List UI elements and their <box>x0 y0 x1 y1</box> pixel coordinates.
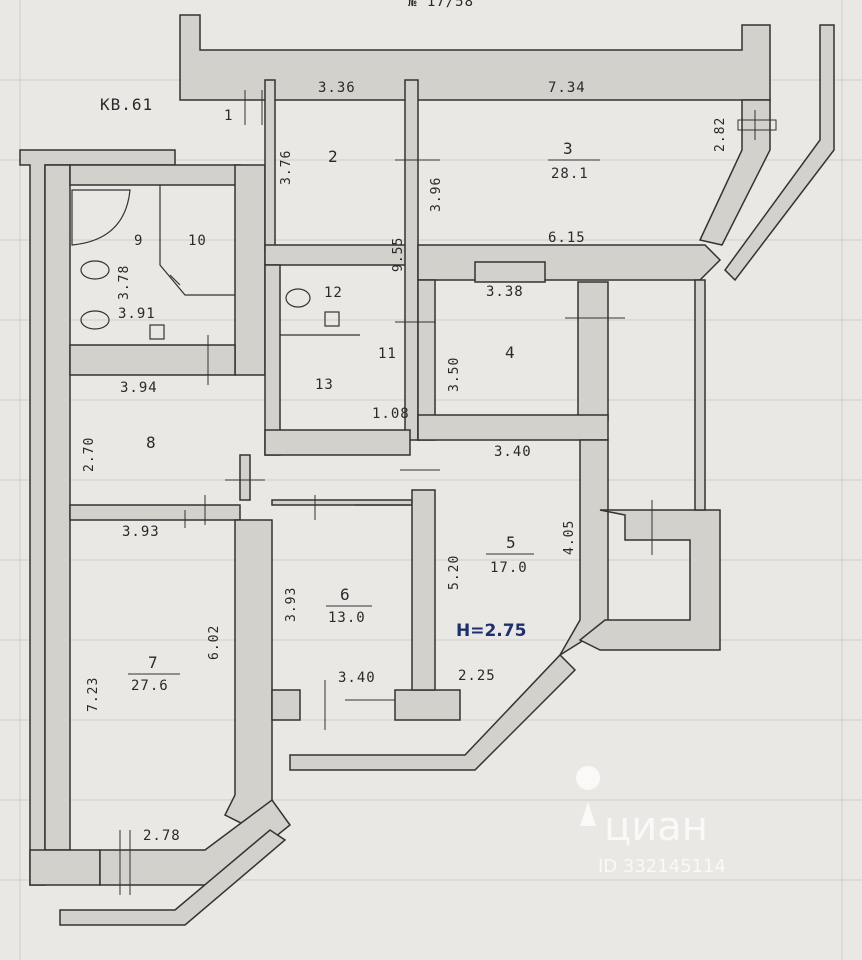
cian-watermark: циан ID 332145114 <box>576 766 726 877</box>
dim-3-93-horizontal: 3.93 <box>122 524 160 540</box>
watermark-brand: циан <box>604 804 708 850</box>
dim-3-40-bottom: 3.40 <box>338 670 376 686</box>
dim-3-38: 3.38 <box>486 284 524 300</box>
dim-2-70: 2.70 <box>82 437 97 472</box>
toilet-icon <box>285 288 311 308</box>
room-7-area: 27.6 <box>131 678 169 694</box>
room-5-area: 17.0 <box>490 560 528 576</box>
walls <box>19 14 835 926</box>
header-fragment: № 17/58 <box>408 0 474 10</box>
bathroom-fixtures <box>71 185 410 506</box>
dim-2-78: 2.78 <box>143 828 181 844</box>
room-10-number: 10 <box>188 233 207 249</box>
room-4-number: 4 <box>505 343 516 362</box>
dim-3-36-top: 3.36 <box>318 80 356 96</box>
sink-icon <box>324 311 340 327</box>
partition-icon <box>159 185 235 296</box>
room-1-number: 1 <box>224 108 233 124</box>
room-9-number: 9 <box>134 233 143 249</box>
room-8-number: 8 <box>146 433 157 452</box>
room-3-number: 3 <box>563 139 574 158</box>
dim-3-96: 3.96 <box>429 177 444 212</box>
dim-3-50: 3.50 <box>447 357 462 392</box>
room-6-number: 6 <box>340 585 351 604</box>
dim-3-94: 3.94 <box>120 380 158 396</box>
apartment-label: КВ.61 <box>100 95 153 114</box>
dim-3-91: 3.91 <box>118 306 156 322</box>
room-5-number: 5 <box>506 533 517 552</box>
dim-1-08: 1.08 <box>372 406 410 422</box>
dim-9-55: 9.55 <box>391 237 406 272</box>
room-2-number: 2 <box>328 147 339 166</box>
dim-4-05: 4.05 <box>562 520 577 555</box>
dim-3-76: 3.76 <box>279 150 294 185</box>
labels: КВ.61 3.36 7.34 2.82 1 2 3.76 3.96 3 28.… <box>82 80 728 844</box>
watermark-id: ID 332145114 <box>598 856 726 877</box>
location-pin-icon <box>576 766 601 826</box>
dim-7-23: 7.23 <box>86 677 101 712</box>
openings <box>119 90 777 895</box>
ceiling-height-note: H=2.75 <box>456 621 526 641</box>
dim-5-20: 5.20 <box>447 555 462 590</box>
dim-3-40-top: 3.40 <box>494 444 532 460</box>
dim-7-34: 7.34 <box>548 80 586 96</box>
sink-icon <box>80 310 110 330</box>
bathtub-icon <box>71 189 131 246</box>
dim-6-02: 6.02 <box>207 625 222 660</box>
room-12-number: 12 <box>324 285 343 301</box>
shower-drain-icon <box>149 324 165 340</box>
room-6-area: 13.0 <box>328 610 366 626</box>
dim-3-93-vertical: 3.93 <box>284 587 299 622</box>
dim-2-82: 2.82 <box>713 117 728 152</box>
dim-3-78: 3.78 <box>117 265 132 300</box>
room-13-number: 13 <box>315 377 334 393</box>
room-3-area: 28.1 <box>551 166 589 182</box>
toilet-icon <box>80 260 110 280</box>
room-11-number: 11 <box>378 346 397 362</box>
room-7-number: 7 <box>148 653 159 672</box>
dim-6-15: 6.15 <box>548 230 586 246</box>
dim-2-25: 2.25 <box>458 668 496 684</box>
